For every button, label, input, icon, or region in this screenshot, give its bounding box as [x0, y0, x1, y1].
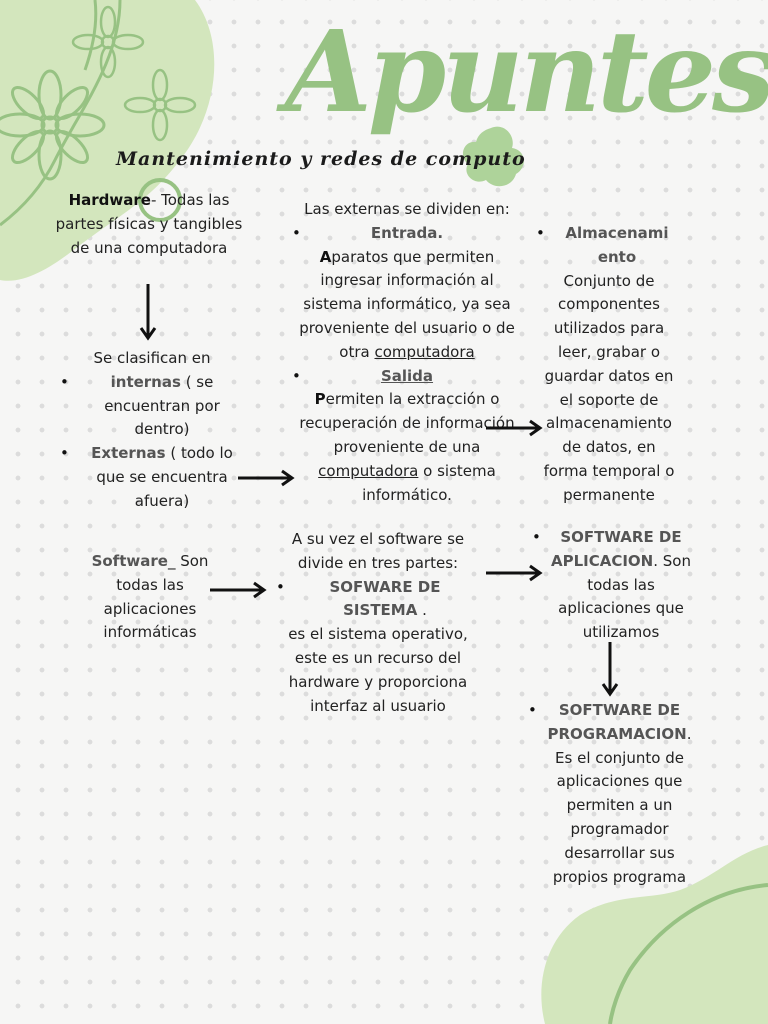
classification-block: Se clasifican en internas ( se encuentra…: [60, 347, 242, 514]
software-term: Software: [91, 552, 168, 570]
arrow-right-icon: [210, 581, 267, 599]
internas-term: internas: [110, 372, 181, 391]
divide-intro: A su vez el software se divide en tres p…: [291, 530, 465, 572]
software-divide-block: A su vez el software se divide en tres p…: [276, 528, 478, 718]
decor-top-left: [0, 0, 215, 281]
list-item-salida: Salida: [292, 365, 520, 389]
list-item-entrada: Entrada.: [292, 222, 520, 246]
arrow-down-icon: [139, 284, 157, 341]
hardware-desc: - Todas las partes físicas y tangibles d…: [55, 191, 243, 257]
green-blob-bottom-right: [541, 845, 768, 1024]
list-item-internas: internas ( se encuentran por dentro): [60, 371, 242, 442]
externas-term: Externas: [91, 444, 166, 463]
programacion-block: SOFTWARE DE PROGRAMACION. Es el conjunto…: [528, 699, 695, 889]
list-item-almacenamiento: Almacenami ento: [536, 222, 680, 270]
internas-desc: ( se encuentran por dentro): [104, 372, 220, 439]
almacenamiento-block: Almacenami ento Conjunto de componentes …: [536, 222, 680, 508]
salida-link: computadora: [318, 461, 419, 480]
arrow-down-icon: [601, 642, 619, 697]
ring-icon: [138, 178, 182, 222]
aplicacion-block: SOFTWARE DE APLICACION. Son todas las ap…: [532, 526, 694, 645]
salida-desc: Permiten la extracción o recuperación de…: [299, 390, 515, 504]
entrada-term: Entrada.: [370, 223, 444, 242]
sistema-desc: es el sistema operativo, este es un recu…: [288, 625, 468, 715]
arrow-right-icon: [238, 469, 295, 487]
hardware-definition: Hardware- Todas las partes físicas y tan…: [55, 189, 243, 260]
list-item-sistema: SOFWARE DE SISTEMA .: [276, 576, 478, 624]
arrow-right-icon: [486, 419, 543, 437]
list-item-externas: Externas ( todo lo que se encuentra afue…: [60, 442, 242, 513]
entrada-desc: Aparatos que permiten ingresar informaci…: [299, 247, 515, 361]
list-item-aplicacion: SOFTWARE DE APLICACION. Son todas las ap…: [532, 526, 694, 645]
software-definition: Software_ Son todas las aplicaciones inf…: [82, 550, 218, 645]
externas-intro: Las externas se dividen en:: [304, 200, 510, 218]
externas-block: Las externas se dividen en: Entrada. Apa…: [292, 198, 520, 507]
list-item-programacion: SOFTWARE DE PROGRAMACION. Es el conjunto…: [528, 699, 695, 889]
hardware-term: Hardware: [68, 191, 151, 209]
flower-small-icon: [71, 5, 197, 142]
almacenamiento-desc: Conjunto de componentes utilizados para …: [543, 271, 675, 504]
externas-desc: ( todo lo que se encuentra afuera): [96, 444, 233, 510]
page-subtitle: Mantenimiento y redes de computo: [116, 148, 526, 170]
decor-bottom-right: [541, 845, 768, 1024]
salida-term: Salida: [380, 366, 434, 385]
classify-intro: Se clasifican en: [93, 349, 211, 367]
decor-blob-small: [462, 126, 524, 187]
software-desc: _ Son todas las aplicaciones informática…: [103, 552, 209, 642]
page-title: Apuntes: [285, 7, 768, 138]
entrada-link: computadora: [374, 342, 475, 361]
